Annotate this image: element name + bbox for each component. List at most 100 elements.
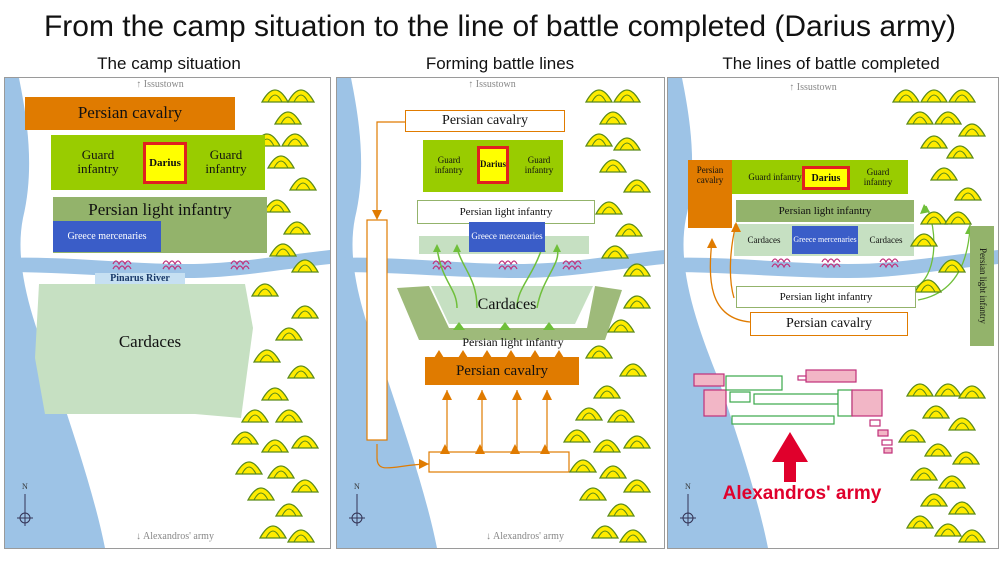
pinarus-river xyxy=(5,250,330,278)
persian-cavalry-bottom: Persian cavalry xyxy=(750,312,908,336)
hill-icon xyxy=(240,409,270,423)
bottom-label: ↓ Alexandros' army xyxy=(486,531,564,542)
hill-icon xyxy=(260,439,290,453)
alexandros-units xyxy=(693,369,893,454)
greece-mercenaries: Greece mercenaries xyxy=(469,222,545,252)
hill-icon xyxy=(274,503,304,517)
persian-light-infantry-top: Persian light infantry xyxy=(417,200,595,224)
hill-icon xyxy=(905,383,935,397)
compass-n: N xyxy=(685,482,691,491)
hill-icon xyxy=(622,435,652,449)
hill-icon xyxy=(568,459,598,473)
guard-infantry-right: Guard infantry xyxy=(205,146,247,176)
hill-icon xyxy=(282,221,312,235)
hill-icon xyxy=(951,451,981,465)
forming-map xyxy=(337,78,664,548)
hill-icon xyxy=(230,431,260,445)
hill-icon xyxy=(957,123,987,137)
camp-panel: ↑ Issustown Persian cavalry Guard infant… xyxy=(4,77,331,549)
cardaces-label: Cardaces xyxy=(118,332,182,351)
hill-icon xyxy=(937,475,967,489)
hill-icon xyxy=(252,349,282,363)
hill-icon xyxy=(274,409,304,423)
top-label: ↑ Issustown xyxy=(789,82,837,93)
persian-light-infantry-bottom: Persian light infantry xyxy=(462,335,564,349)
ford-marks xyxy=(432,260,582,271)
compass-icon xyxy=(17,494,33,526)
hill-icon xyxy=(891,89,921,103)
hill-icon xyxy=(260,89,290,103)
pinarus-river xyxy=(668,250,998,278)
hill-icon xyxy=(246,487,276,501)
pinarus-river xyxy=(337,250,664,278)
hill-icon xyxy=(286,529,316,543)
hill-icon xyxy=(622,263,652,277)
coast-water xyxy=(5,78,105,548)
hill-icon xyxy=(913,279,943,293)
hill-icon xyxy=(957,529,987,543)
hill-icon xyxy=(594,201,624,215)
hill-icon xyxy=(957,385,987,399)
hill-icon xyxy=(905,111,935,125)
hill-icon xyxy=(622,295,652,309)
persian-cavalry-left: Persian cavalry xyxy=(688,160,732,228)
hill-icon xyxy=(909,233,939,247)
forming-panel: ↑ Issustown Persian cavalry Guard infant… xyxy=(336,77,665,549)
hill-icon xyxy=(614,223,644,237)
hill-icon xyxy=(592,439,622,453)
top-label: ↑ Issustown xyxy=(468,79,516,90)
hill-icon xyxy=(945,145,975,159)
persian-cavalry-bottom: Persian cavalry xyxy=(425,357,579,385)
completed-panel: ↑ Issustown Persian cavalry Guard infant… xyxy=(667,77,999,549)
hill-icon xyxy=(606,319,636,333)
hill-icon xyxy=(598,465,628,479)
bottom-label: ↓ Alexandros' army xyxy=(136,531,214,542)
green-arrows xyxy=(436,247,559,309)
persian-light-infantry-right: Persian light infantry xyxy=(977,247,988,324)
persian-light-infantry: Persian light infantry xyxy=(88,200,232,219)
hill-icon xyxy=(584,133,614,147)
hill-icon xyxy=(250,283,280,297)
hill-icon xyxy=(598,111,628,125)
hill-icon xyxy=(600,245,630,259)
cardaces-area xyxy=(431,286,593,324)
compass-icon xyxy=(680,494,696,526)
panel-title-forming: Forming battle lines xyxy=(425,54,575,73)
hill-icon xyxy=(258,525,288,539)
hill-icon xyxy=(897,429,927,443)
hill-icon xyxy=(574,407,604,421)
hill-icon xyxy=(919,89,949,103)
hill-icon xyxy=(598,159,628,173)
hill-icon xyxy=(947,417,977,431)
hill-icon xyxy=(933,523,963,537)
hill-icon xyxy=(622,179,652,193)
hill-icon xyxy=(933,111,963,125)
hill-icon xyxy=(286,365,316,379)
greece-mercenaries: Greece mercenaries xyxy=(792,226,858,254)
light-infantry-right-block: Persian light infantry xyxy=(970,226,994,346)
hill-icon xyxy=(260,387,290,401)
compass-n: N xyxy=(22,482,28,491)
hill-icon xyxy=(618,363,648,377)
hill-icon xyxy=(590,525,620,539)
hill-icon xyxy=(234,461,264,475)
hill-icon xyxy=(947,89,977,103)
hill-icon xyxy=(584,345,614,359)
hill-icon xyxy=(919,211,949,225)
main-title: From the camp situation to the line of b… xyxy=(43,10,957,43)
hill-icon xyxy=(606,503,636,517)
cardaces-area xyxy=(35,284,253,418)
darius-box: Darius xyxy=(143,142,187,184)
hill-icon xyxy=(943,211,973,225)
guard-infantry-left: Guard infantry xyxy=(434,155,464,175)
panel-title-camp: The camp situation xyxy=(97,54,241,73)
hill-icon xyxy=(612,137,642,151)
hill-icon xyxy=(905,515,935,529)
alexandros-army-label: Alexandros' army xyxy=(722,483,882,504)
hill-icon xyxy=(933,383,963,397)
ford-marks xyxy=(112,260,250,271)
ford-marks xyxy=(771,258,899,269)
guard-infantry-left: Guard infantry xyxy=(77,146,119,176)
hill-icon xyxy=(606,409,636,423)
river-label: Pinarus River xyxy=(95,273,185,284)
